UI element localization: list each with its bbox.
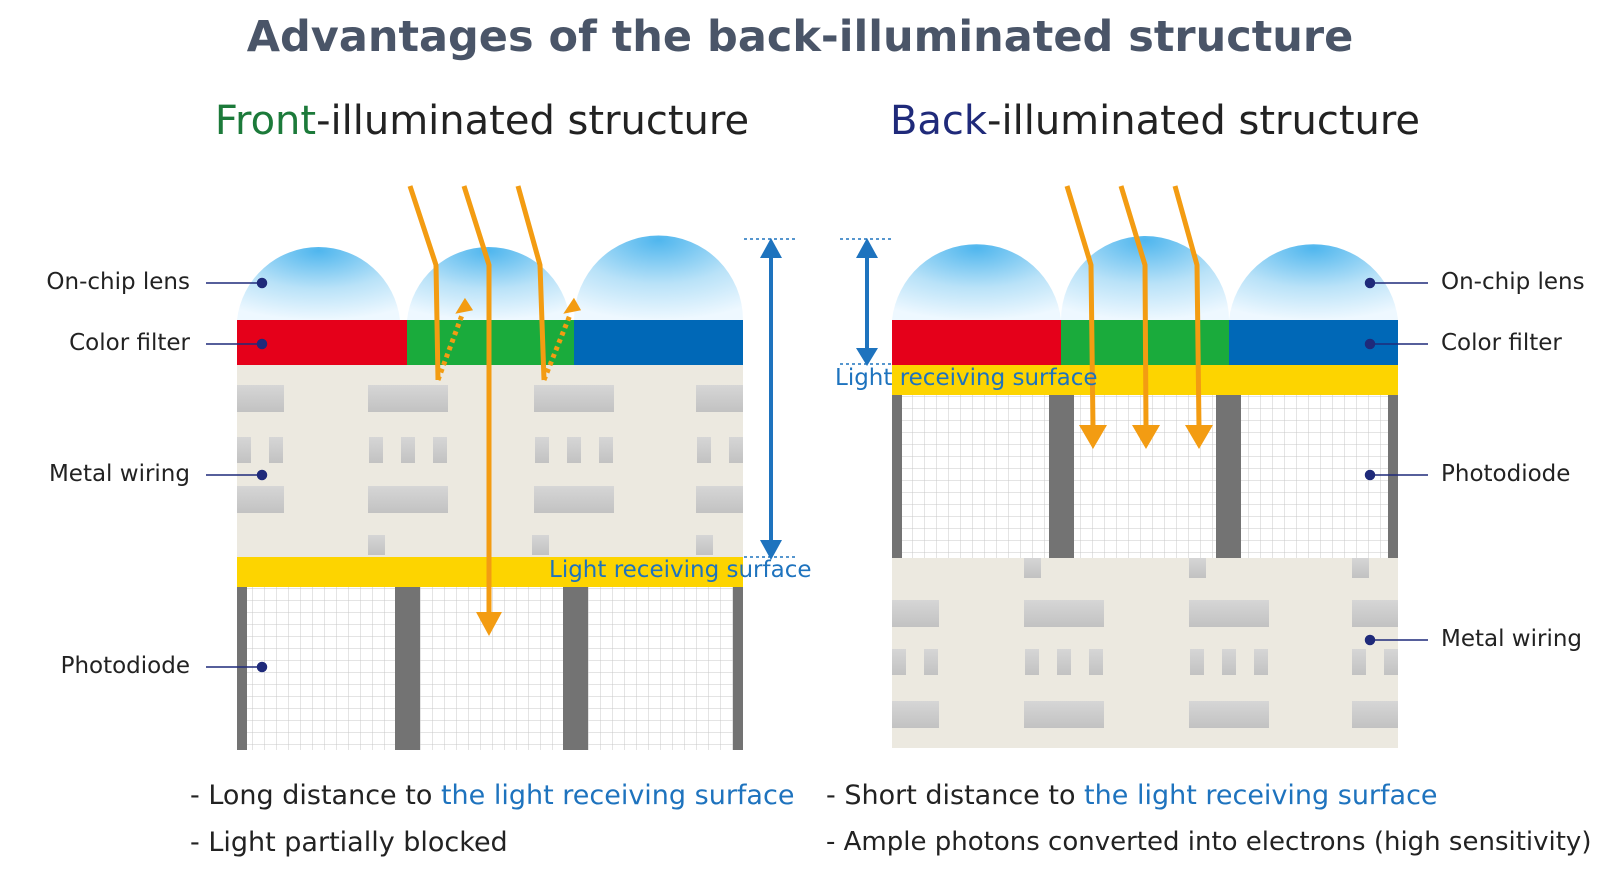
back-bullet-1-highlight: the light receiving surface <box>1084 780 1438 811</box>
back-label-filter: Color filter <box>1441 330 1562 356</box>
back-heading-rest: -illuminated structure <box>987 98 1421 144</box>
front-heading: Front-illuminated structure <box>0 98 964 144</box>
back-surface-label: Light receiving surface <box>835 365 1098 391</box>
front-bullet-2: - Light partially blocked <box>190 827 508 858</box>
front-lens-1 <box>237 247 400 320</box>
front-label-filter: Color filter <box>69 330 190 356</box>
front-light-rays <box>407 185 547 615</box>
back-label-photodiode: Photodiode <box>1441 461 1571 487</box>
front-label-photodiode: Photodiode <box>60 653 190 679</box>
back-distance-arrow <box>840 238 892 366</box>
back-label-wiring: Metal wiring <box>1441 626 1583 652</box>
back-lens-1 <box>892 244 1061 320</box>
front-heading-rest: -illuminated structure <box>316 98 750 144</box>
front-bullet-1-prefix: - Long distance to <box>190 780 441 811</box>
back-heading-accent: Back <box>889 98 988 144</box>
front-structure <box>206 185 796 750</box>
back-bullet-2: - Ample photons converted into electrons… <box>826 827 1592 857</box>
front-bullet-1-highlight: the light receiving surface <box>440 780 795 811</box>
front-lens-3 <box>574 235 743 320</box>
back-bullet-1-prefix: - Short distance to <box>826 780 1085 811</box>
back-structure <box>840 185 1428 748</box>
front-leader-lines <box>206 277 268 673</box>
back-bullet-1: - Short distance to the light receiving … <box>826 780 1438 811</box>
front-bullet-1: - Long distance to the light receiving s… <box>190 780 794 811</box>
back-light-rays <box>1064 185 1202 429</box>
front-label-lens: On-chip lens <box>46 269 190 295</box>
front-ray-arrowhead <box>476 612 502 636</box>
back-leader-lines <box>1364 277 1428 646</box>
back-heading: Back-illuminated structure <box>840 98 1470 144</box>
front-filter-blue <box>574 320 743 365</box>
front-distance-arrow <box>744 238 796 560</box>
front-surface-label: Light receiving surface <box>549 557 812 583</box>
back-filter-red <box>892 320 1061 365</box>
front-reflected-rays <box>435 314 573 381</box>
back-label-lens: On-chip lens <box>1441 269 1585 295</box>
page-title: Advantages of the back-illuminated struc… <box>246 12 1354 62</box>
back-wiring-blocks <box>892 558 1398 728</box>
front-wiring-blocks <box>237 385 743 555</box>
back-wiring-layer <box>892 558 1398 748</box>
front-heading-accent: Front <box>214 98 317 144</box>
front-label-wiring: Metal wiring <box>48 461 190 487</box>
back-ray-arrowheads <box>1079 425 1213 449</box>
back-lens-3 <box>1229 244 1398 320</box>
